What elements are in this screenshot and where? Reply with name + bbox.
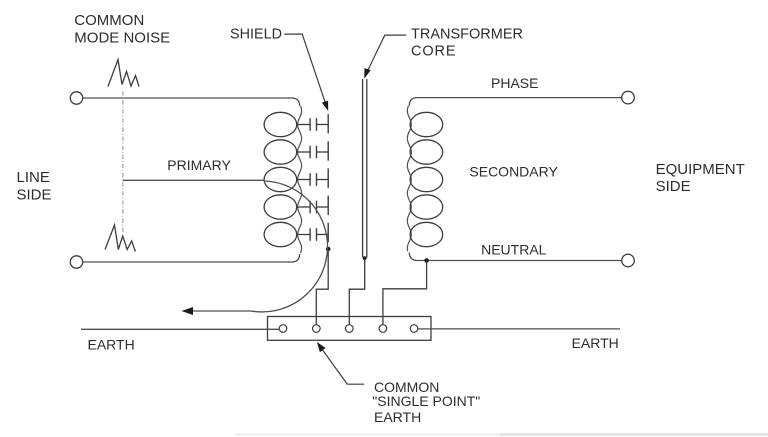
svg-text:SHIELD: SHIELD: [230, 26, 282, 42]
svg-text:CORE: CORE: [411, 44, 457, 60]
svg-text:TRANSFORMER: TRANSFORMER: [411, 26, 523, 42]
svg-text:COMMON: COMMON: [74, 12, 144, 29]
svg-text:COMMON: COMMON: [374, 379, 439, 395]
svg-text:SIDE: SIDE: [656, 178, 691, 195]
svg-text:PHASE: PHASE: [491, 75, 538, 91]
svg-text:PRIMARY: PRIMARY: [167, 157, 231, 173]
svg-text:"SINGLE POINT": "SINGLE POINT": [372, 393, 480, 409]
svg-text:LINE: LINE: [17, 169, 50, 186]
svg-text:EARTH: EARTH: [572, 335, 619, 351]
svg-text:EARTH: EARTH: [88, 336, 135, 352]
svg-text:EARTH: EARTH: [374, 409, 421, 425]
svg-text:NEUTRAL: NEUTRAL: [481, 241, 547, 257]
svg-text:SIDE: SIDE: [17, 186, 52, 203]
svg-text:MODE NOISE: MODE NOISE: [74, 29, 170, 46]
svg-text:SECONDARY: SECONDARY: [469, 163, 558, 179]
svg-text:EQUIPMENT: EQUIPMENT: [656, 161, 745, 178]
